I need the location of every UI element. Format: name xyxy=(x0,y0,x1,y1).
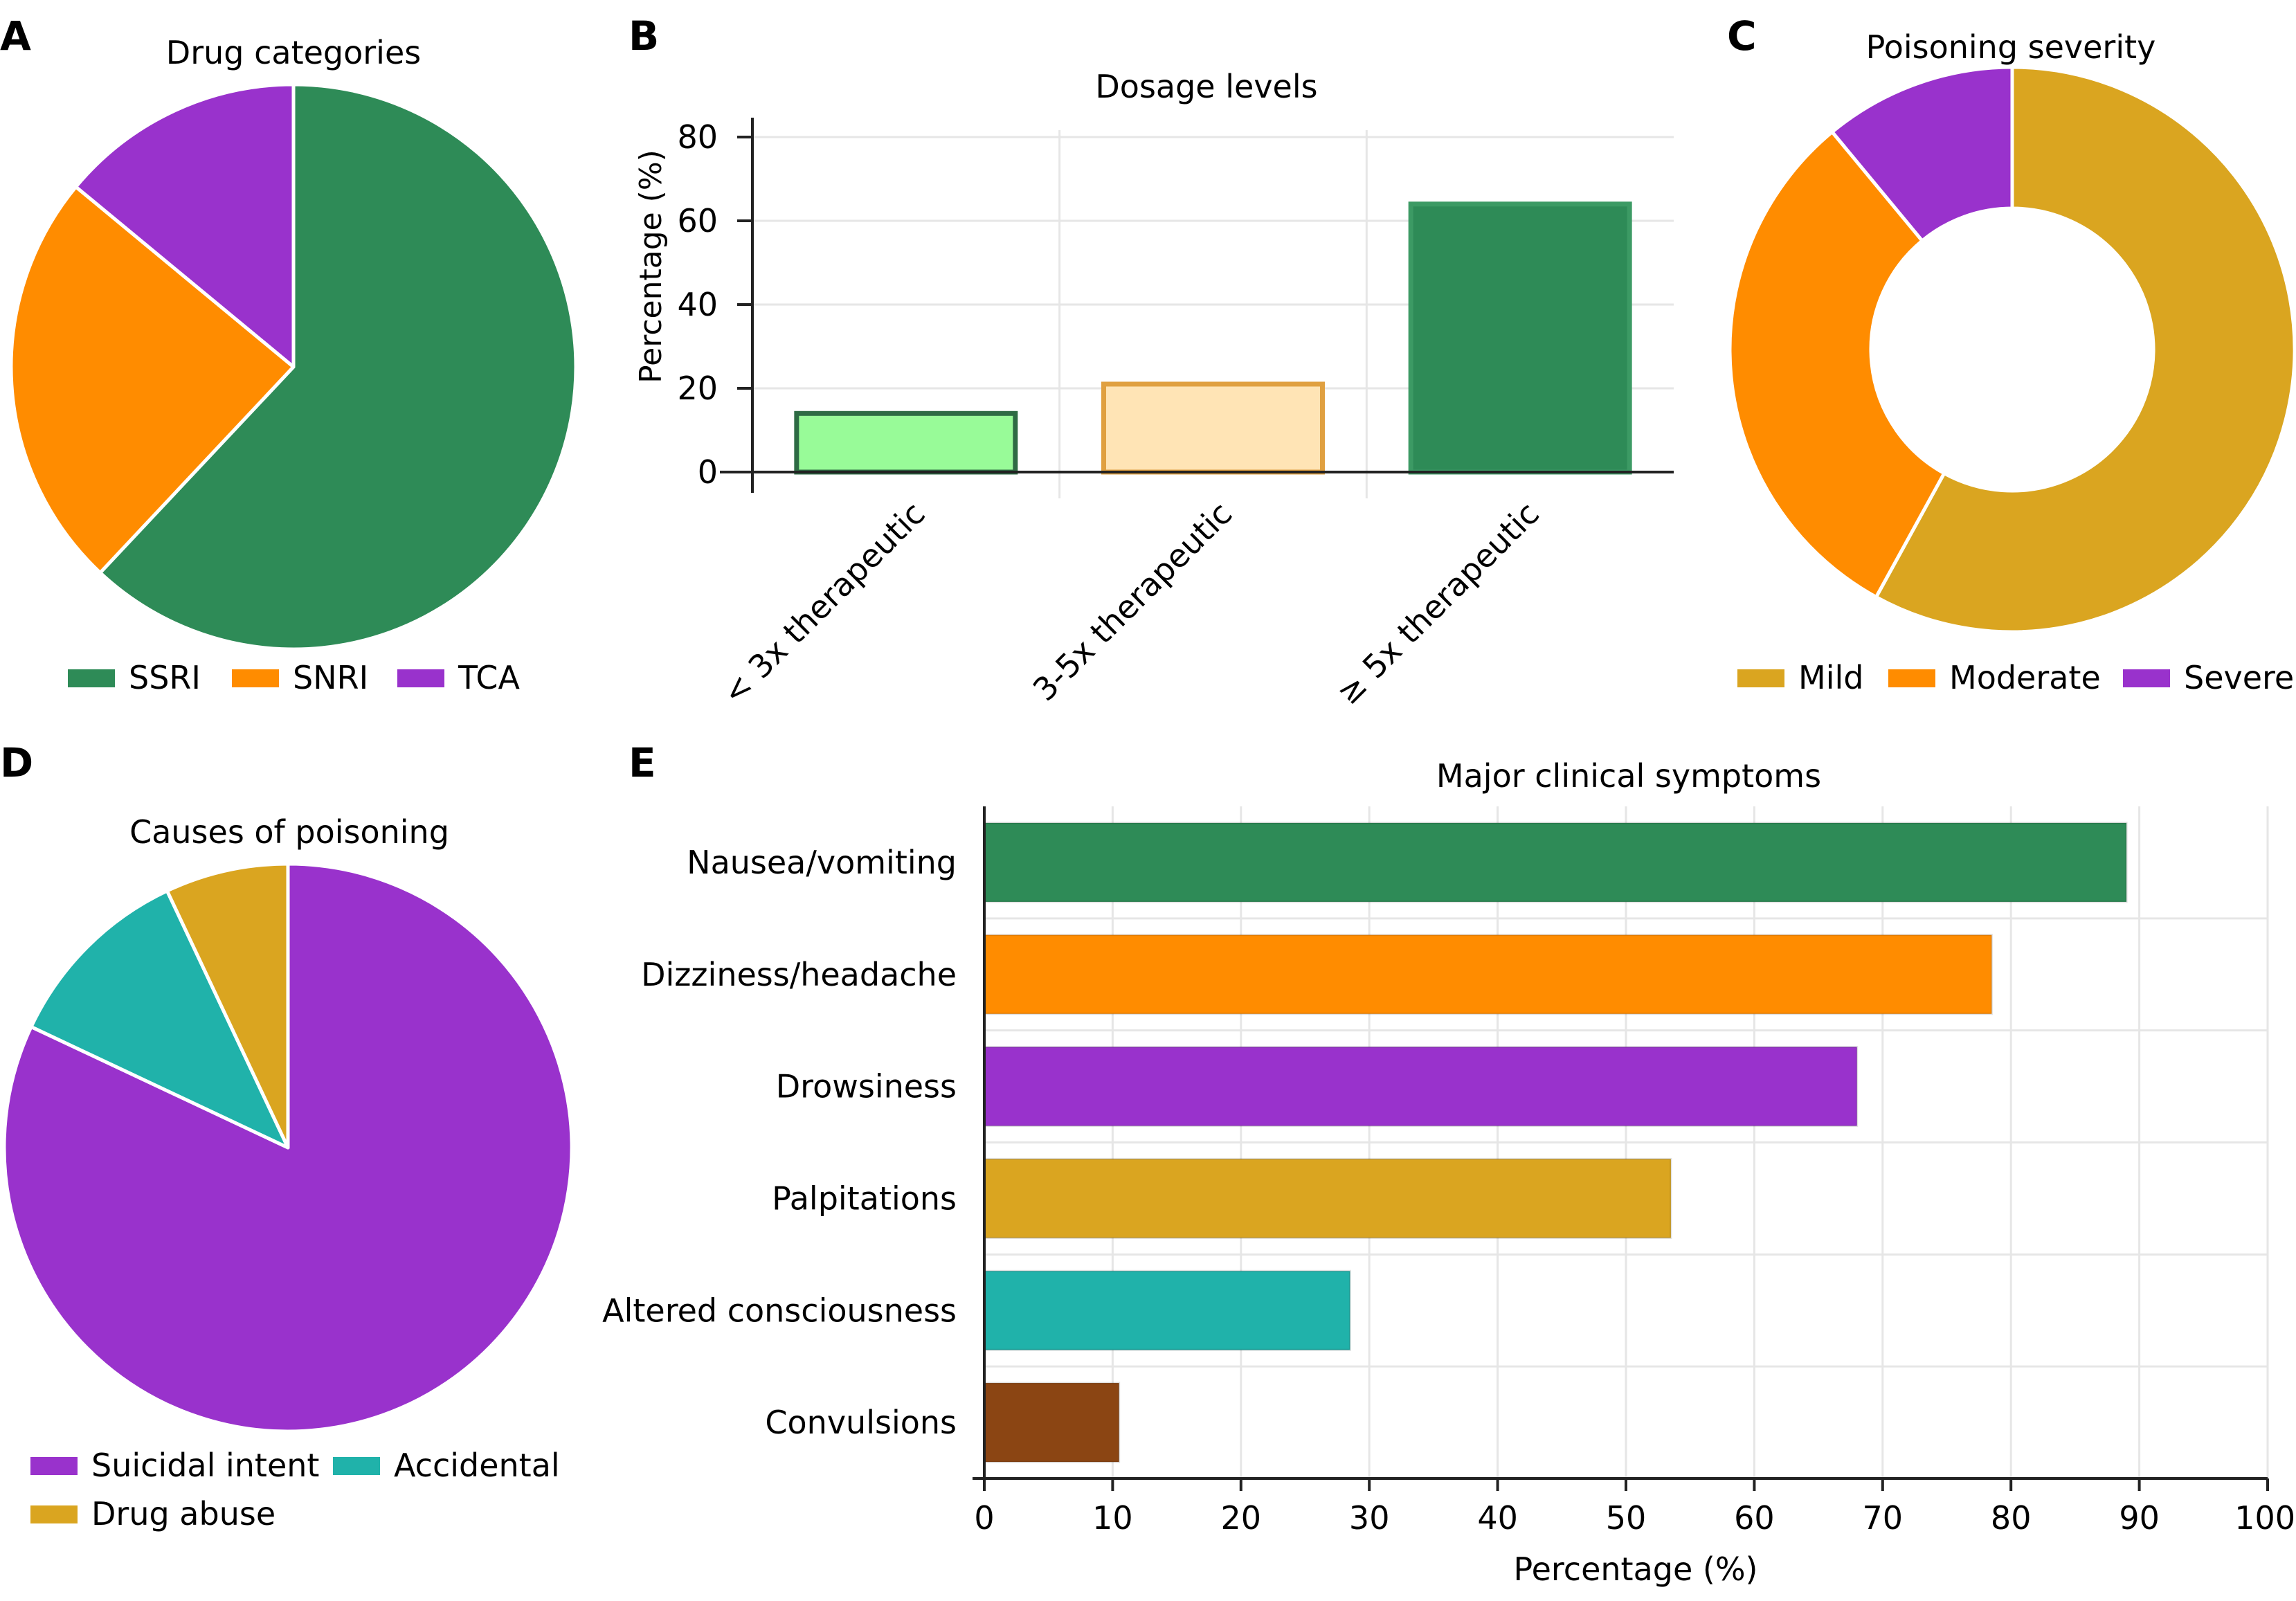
panel-e-bar-drowsiness xyxy=(983,1046,1859,1128)
panel-d-slice-accidental xyxy=(29,889,290,1150)
panel-e-xtick-label-100: 100 xyxy=(2234,1499,2295,1537)
panel-d-slice-drug-abuse xyxy=(165,862,290,1150)
panel-a-legend-swatch-ssri xyxy=(68,669,115,687)
panel-b-ytick-label-60: 60 xyxy=(677,202,718,239)
panel-e-xtick-label-10: 10 xyxy=(1092,1499,1133,1537)
panel-c-slices xyxy=(1728,65,2296,634)
panel-a-slices xyxy=(9,82,578,651)
panel-b-xtick-label-3-5x-therapeutic: 3-5x therapeutic xyxy=(1026,495,1240,709)
panel-d-legend-swatch-suicidal-intent xyxy=(30,1457,78,1475)
panel-b-ytick-label-80: 80 xyxy=(677,118,718,156)
panel-a-legend-swatch-tca xyxy=(397,669,444,687)
panel-e-category-label-altered-consciousness: Altered consciousness xyxy=(602,1292,957,1329)
panel-a-slice-snri xyxy=(9,185,296,575)
panel-d-legend-label-accidental: Accidental xyxy=(394,1447,560,1484)
panel-b-xtick-label-5x-therapeutic: ≥ 5x therapeutic xyxy=(1329,495,1546,712)
panel-d-causes-of-poisoning: Causes of poisoning Suicidal intent Accid… xyxy=(2,813,574,1532)
panel-d-slices xyxy=(2,862,574,1433)
panel-b-bar-3-5x-therapeutic xyxy=(1101,381,1325,475)
panel-c-slice-severe xyxy=(1830,65,2014,243)
panel-e-x-ticks: 0 10 20 30 40 50 60 70 80 90 100 xyxy=(974,1478,2295,1537)
panel-a-legend: SSRI SNRI TCA xyxy=(68,659,521,696)
panel-b-title: Dosage levels xyxy=(1095,68,1317,105)
panel-c-legend-label-mild: Mild xyxy=(1798,659,1863,696)
panel-d-legend-swatch-accidental xyxy=(333,1457,380,1475)
panel-c-slice-moderate xyxy=(1728,130,1946,599)
panel-d-legend-swatch-drug-abuse xyxy=(30,1505,78,1523)
panel-e-xtick-label-90: 90 xyxy=(2119,1499,2160,1537)
panel-letter-a: A xyxy=(0,12,31,60)
panel-e-xtick-label-80: 80 xyxy=(1991,1499,2032,1537)
panel-a-legend-label-ssri: SSRI xyxy=(129,659,201,696)
panel-b-ytick-label-0: 0 xyxy=(698,453,718,491)
panel-e-bar-palpitations xyxy=(983,1157,1672,1239)
panel-e-xtick-label-70: 70 xyxy=(1863,1499,1904,1537)
panel-a-legend-label-snri: SNRI xyxy=(293,659,368,696)
panel-e-bar-altered-consciousness xyxy=(983,1269,1351,1351)
panel-e-category-label-palpitations: Palpitations xyxy=(772,1179,957,1217)
panel-b-bar-5x-therapeutic xyxy=(1408,201,1632,475)
panel-a-legend-label-tca: TCA xyxy=(458,659,521,696)
panel-e-xtick-label-0: 0 xyxy=(974,1499,994,1537)
panel-b-y-axis-label: Percentage (%) xyxy=(633,150,669,383)
panel-letter-b: B xyxy=(629,12,659,60)
panel-a-slice-ssri xyxy=(98,82,578,651)
panel-b-bar-3x-therapeutic xyxy=(794,410,1018,475)
panel-e-xtick-label-30: 30 xyxy=(1349,1499,1390,1537)
panel-e-grid xyxy=(984,806,2269,1478)
panel-a-title: Drug categories xyxy=(166,34,421,71)
panel-c-title: Poisoning severity xyxy=(1866,28,2156,66)
panel-a-slice-tca xyxy=(74,82,296,369)
panel-d-legend-label-drug-abuse: Drug abuse xyxy=(91,1495,275,1532)
panel-letter-d: D xyxy=(0,739,33,786)
panel-a-legend-swatch-snri xyxy=(232,669,279,687)
panel-e-major-clinical-symptoms: Major clinical symptoms Nausea/vomitingD… xyxy=(602,757,2295,1588)
panel-d-legend-label-suicidal-intent: Suicidal intent xyxy=(91,1447,319,1484)
panel-letter-c: C xyxy=(1727,12,1757,60)
panel-b-dosage-levels: Dosage levels Percentage (%) 0 20 40 60 80 <… xyxy=(633,68,1674,712)
panel-b-xtick-label-3x-therapeutic: < 3x therapeutic xyxy=(715,495,932,712)
panel-e-xtick-label-60: 60 xyxy=(1734,1499,1775,1537)
panel-b-ytick-label-40: 40 xyxy=(677,286,718,323)
panel-c-legend-swatch-severe xyxy=(2123,669,2170,687)
panel-b-bars xyxy=(794,201,1632,475)
panel-c-legend-label-severe: Severe xyxy=(2184,659,2294,696)
panel-e-category-label-dizziness-headache: Dizziness/headache xyxy=(641,956,957,993)
panel-a-drug-categories: Drug categories SSRI SNRI TCA xyxy=(9,34,578,696)
panel-e-xtick-label-20: 20 xyxy=(1221,1499,1262,1537)
panel-c-legend-label-moderate: Moderate xyxy=(1949,659,2101,696)
panel-d-title: Causes of poisoning xyxy=(129,813,449,851)
panel-e-axes xyxy=(973,806,2268,1480)
panel-e-bar-nausea-vomiting xyxy=(983,822,2128,903)
panel-c-poisoning-severity: Poisoning severity Mild Moderate Severe xyxy=(1728,28,2296,696)
panel-b-ytick-label-20: 20 xyxy=(677,370,718,407)
panel-c-slice-mild xyxy=(1874,65,2296,634)
panel-e-category-label-drowsiness: Drowsiness xyxy=(776,1068,957,1105)
panel-c-legend-swatch-moderate xyxy=(1888,669,1935,687)
panel-e-category-label-nausea-vomiting: Nausea/vomiting xyxy=(687,844,957,881)
panel-e-xtick-label-40: 40 xyxy=(1477,1499,1518,1537)
panel-b-y-ticks: 0 20 40 60 80 xyxy=(677,118,752,491)
panel-e-category-labels: Nausea/vomitingDizziness/headacheDrowsin… xyxy=(602,844,957,1441)
panel-e-xtick-label-50: 50 xyxy=(1606,1499,1647,1537)
panel-e-category-label-convulsions: Convulsions xyxy=(765,1404,957,1441)
panel-letter-e: E xyxy=(629,739,656,786)
panel-e-bar-convulsions xyxy=(983,1382,1121,1463)
panel-e-x-axis-label: Percentage (%) xyxy=(1514,1550,1758,1588)
panel-e-title: Major clinical symptoms xyxy=(1436,757,1821,795)
panel-c-legend-swatch-mild xyxy=(1737,669,1784,687)
panel-c-legend: Mild Moderate Severe xyxy=(1737,659,2294,696)
panel-e-bar-dizziness-headache xyxy=(983,934,1993,1015)
panel-b-x-ticks: < 3x therapeutic 3-5x therapeutic ≥ 5x the… xyxy=(715,495,1546,712)
